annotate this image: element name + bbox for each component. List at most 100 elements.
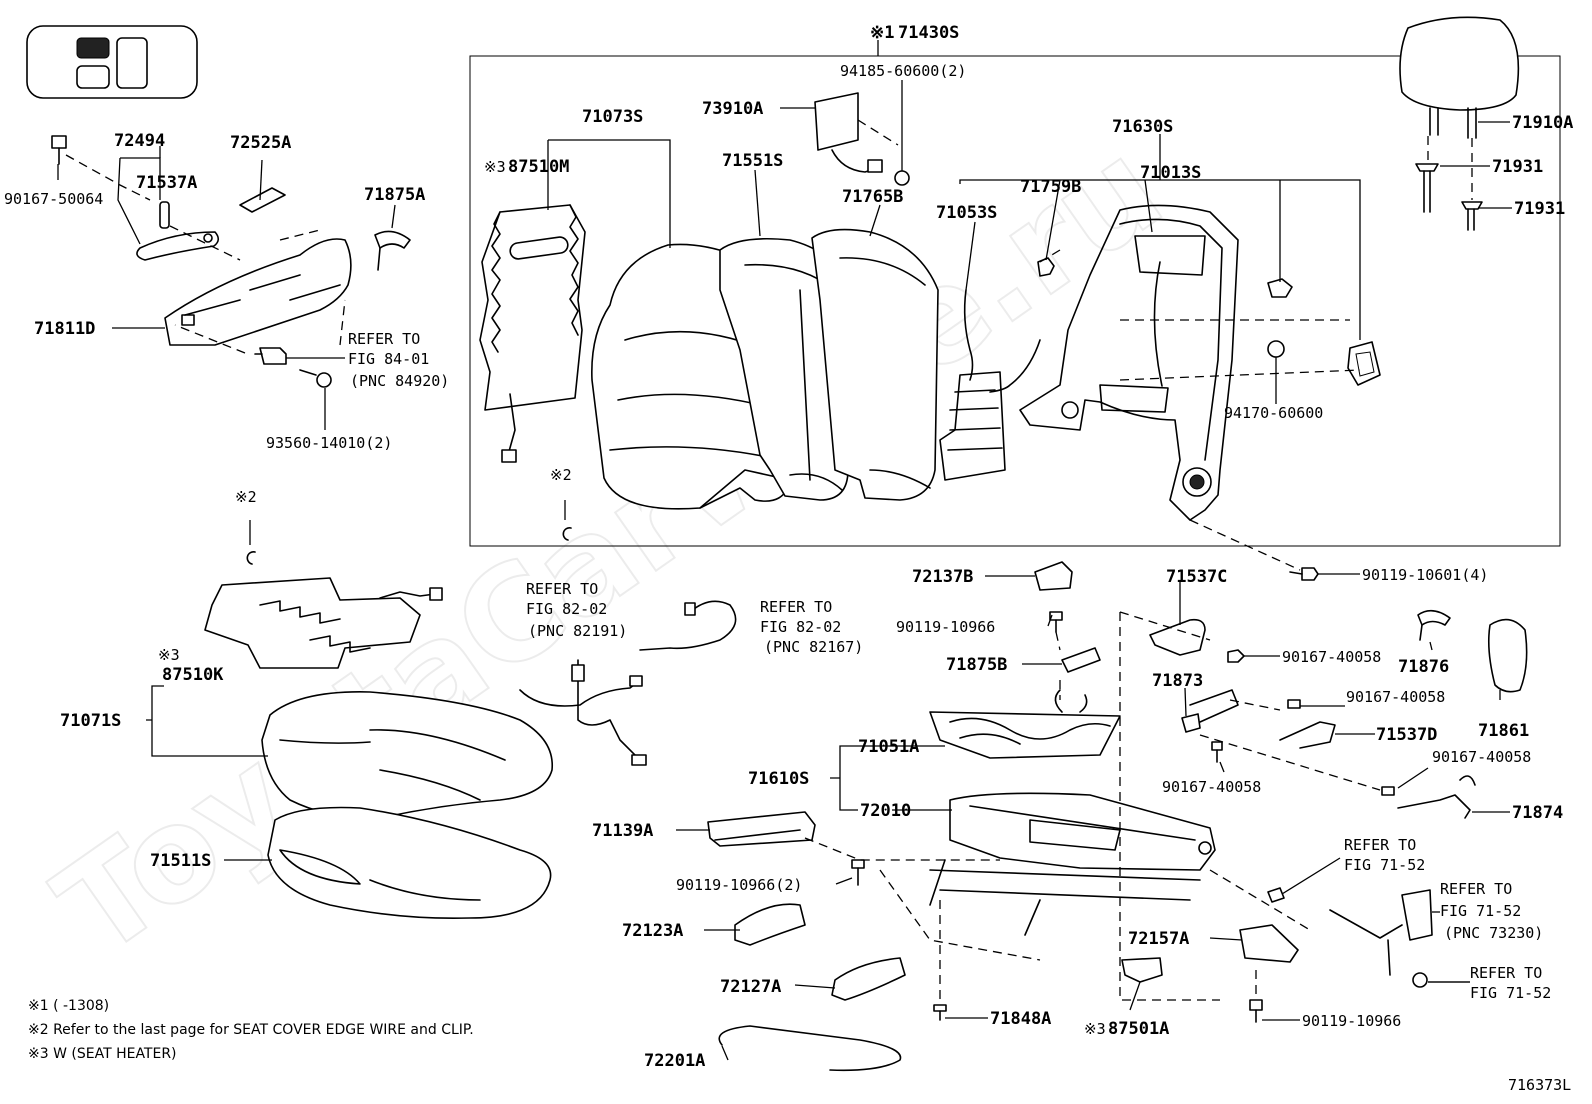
assembly-guide-lines xyxy=(65,119,1473,1005)
footnotes: ※1 ( -1308) ※2 Refer to the last page fo… xyxy=(28,998,474,1062)
lever-71537C xyxy=(1149,618,1206,656)
screw-90167-40058-b xyxy=(1211,741,1223,763)
footnote-2: ※2 Refer to the last page for SEAT COVER… xyxy=(28,1022,474,1038)
label-87501A: 87501A xyxy=(1108,1019,1169,1039)
cushion-cover-71071S xyxy=(261,691,553,819)
headrest-cover-71861 xyxy=(1488,618,1528,693)
screw-90167-50064 xyxy=(51,135,67,165)
cover-72127A xyxy=(831,957,906,1001)
seat-back-frame-71013S xyxy=(1019,204,1239,521)
airbag-sensor-73910A xyxy=(814,92,883,173)
ref-73230-line3: (PNC 73230) xyxy=(1444,924,1543,942)
label-71759B: 71759B xyxy=(1020,177,1081,197)
label-72157A: 72157A xyxy=(1128,929,1189,949)
wire-harness-82167 xyxy=(639,600,737,651)
label-71931-a: 71931 xyxy=(1492,157,1543,177)
bolt-93560-14010 xyxy=(299,369,332,388)
clip-fig-71-52 xyxy=(1267,887,1285,903)
label-71537D: 71537D xyxy=(1376,725,1437,745)
label-71013S: 71013S xyxy=(1140,163,1201,183)
label-87510K: 87510K xyxy=(162,665,224,685)
cushion-pad-71511S xyxy=(267,806,552,920)
label-90167-40058-d: 90167-40058 xyxy=(1432,748,1531,766)
cover-71139A xyxy=(707,811,816,847)
label-71861: 71861 xyxy=(1478,721,1529,741)
bolt-90119-10601 xyxy=(1289,567,1319,581)
ref-71-52a-line1: REFER TO xyxy=(1344,836,1416,854)
nut-94185-60600 xyxy=(894,170,910,186)
label-71073S: 71073S xyxy=(582,107,643,127)
spring-assembly-71051A xyxy=(929,689,1121,759)
nut-94170-60600 xyxy=(1267,340,1285,358)
label-90167-40058-a: 90167-40058 xyxy=(1282,648,1381,666)
bracket-71630S-side xyxy=(1347,341,1381,386)
label-71051A: 71051A xyxy=(858,737,919,757)
label-90119-10601: 90119-10601(4) xyxy=(1362,566,1488,584)
ref-73230-line2: FIG 71-52 xyxy=(1440,902,1521,920)
label-71071S: 71071S xyxy=(60,711,121,731)
ref-82191-line3: (PNC 82191) xyxy=(528,622,627,640)
screw-90167-40058-d xyxy=(1381,786,1395,796)
label-71765B: 71765B xyxy=(842,187,903,207)
footnote-3: ※3 W (SEAT HEATER) xyxy=(28,1046,177,1062)
label-73910A: 73910A xyxy=(702,99,763,119)
ref-73230-line1: REFER TO xyxy=(1440,880,1512,898)
label-72525A: 72525A xyxy=(230,133,291,153)
seat-back-cover-71765B xyxy=(811,228,939,501)
seat-back-assembly-box xyxy=(469,40,1561,547)
label-71537A: 71537A xyxy=(136,173,197,193)
label-87510M: 87510M xyxy=(508,157,569,177)
label-mark-2b: ※2 xyxy=(235,488,257,506)
connector-84920 xyxy=(254,347,287,365)
label-94185-60600: 94185-60600(2) xyxy=(840,62,966,80)
ref-82167-line2: FIG 82-02 xyxy=(760,618,841,636)
cover-72123A xyxy=(734,903,806,946)
seat-frame-72010 xyxy=(929,792,1216,936)
ref-82167-line3: (PNC 82167) xyxy=(764,638,863,656)
label-90167-40058-b: 90167-40058 xyxy=(1162,778,1261,796)
screw-90167-40058-a xyxy=(1227,649,1245,663)
label-93560-14010: 93560-14010(2) xyxy=(266,434,392,452)
bolt-90119-10966-upper xyxy=(1049,611,1063,633)
label-mark-3a: ※3 xyxy=(484,158,506,176)
nut-fig-71-52 xyxy=(1412,972,1428,988)
label-71551S: 71551S xyxy=(722,151,783,171)
cover-72525A xyxy=(239,187,286,213)
seat-belt-buckle-73230 xyxy=(1329,889,1433,976)
label-72127A: 72127A xyxy=(720,977,781,997)
headrest-guide-71931-b xyxy=(1461,201,1483,231)
lever-71537A xyxy=(159,201,170,229)
label-mark-3c: ※3 xyxy=(1084,1020,1106,1038)
cover-71876 xyxy=(1417,609,1451,641)
label-90167-40058-c: 90167-40058 xyxy=(1346,688,1445,706)
label-71874: 71874 xyxy=(1512,803,1563,823)
label-72123A: 72123A xyxy=(622,921,683,941)
headrest-71910A xyxy=(1399,16,1520,139)
clip-symbol-b xyxy=(246,520,256,565)
label-71873: 71873 xyxy=(1152,671,1203,691)
label-mark-3b: ※3 xyxy=(158,646,180,664)
label-72201A: 72201A xyxy=(644,1051,705,1071)
cushion-heater-87510K xyxy=(204,577,443,669)
ref-84-01-line2: FIG 84-01 xyxy=(348,350,429,368)
label-71931-b: 71931 xyxy=(1514,199,1565,219)
ref-84-01-line3: (PNC 84920) xyxy=(350,372,449,390)
knob-72494 xyxy=(136,231,220,261)
label-cushion-mark: ※1 xyxy=(870,23,894,43)
ref-71-52a-line2: FIG 71-52 xyxy=(1344,856,1425,874)
footnote-1: ※1 ( -1308) xyxy=(28,998,109,1014)
label-71875A: 71875A xyxy=(364,185,425,205)
ref-82167-line1: REFER TO xyxy=(760,598,832,616)
cover-71875A xyxy=(374,230,411,271)
screw-90167-40058-c xyxy=(1287,699,1301,709)
label-71875B: 71875B xyxy=(946,655,1007,675)
cover-72157A xyxy=(1239,924,1299,963)
bolt-90119-10966-lower xyxy=(1249,999,1263,1023)
label-71430S: 71430S xyxy=(898,23,959,43)
wire-72201A xyxy=(718,1025,902,1072)
ref-71-52b-line1: REFER TO xyxy=(1470,964,1542,982)
ref-84-01-line1: REFER TO xyxy=(348,330,420,348)
side-shield-71811D xyxy=(164,238,352,346)
label-90119-10966-2: 90119-10966(2) xyxy=(676,876,802,894)
